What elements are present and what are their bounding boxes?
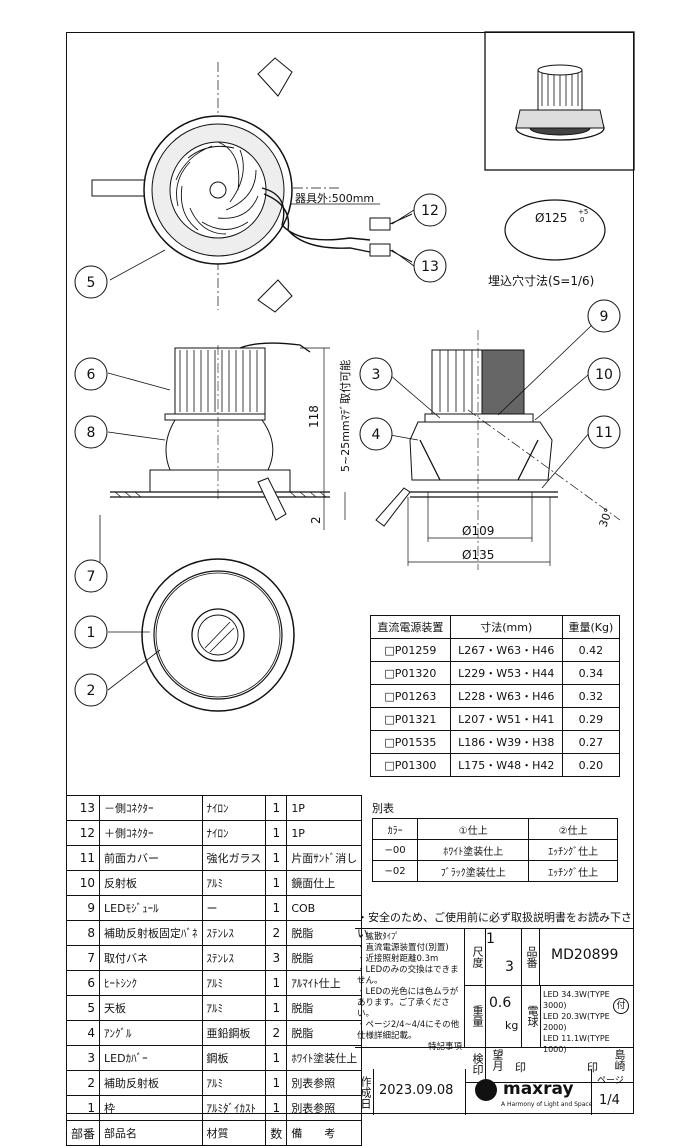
brand-logo-icon: [475, 1079, 497, 1101]
perspective-view: [515, 64, 605, 141]
callout-11: 11: [595, 425, 613, 441]
callout-3: 3: [372, 367, 381, 383]
side-view-left: [110, 342, 346, 530]
perspective-box: [484, 31, 635, 171]
callout-2: 2: [87, 683, 96, 699]
callout-8: 8: [87, 425, 96, 441]
power-supply-header: 直流電源装置 寸法(mm) 重量(Kg): [370, 615, 621, 639]
title-block: ・拡散ﾀｲﾌﾟ ・直流電源装置付(別置) ・近接照射距離0.3m ・LEDのみの…: [355, 928, 633, 1115]
callout-1: 1: [87, 625, 96, 641]
header-supply: 直流電源装置: [370, 615, 451, 639]
finish-header: ｶﾗｰ ①仕上 ②仕上: [371, 818, 618, 840]
callout-circles: [74, 193, 621, 707]
cutout-note: 埋込穴寸法(S=1/6): [488, 273, 594, 288]
ceiling-thickness: 5~25mmﾏﾃﾞ取付可能: [338, 360, 352, 472]
lamp-mark: 付: [613, 998, 629, 1014]
callout-13: 13: [421, 259, 439, 275]
technical-drawing: 5 6 8 7 1 2 3 4 9 10 11 12 13 3 器具外:500m…: [74, 31, 635, 712]
dim-109: Ø109: [462, 524, 494, 538]
part-number: MD20899: [551, 947, 619, 963]
parts-footer: 部番部品名材質数備 考: [65, 1120, 363, 1146]
dim-135: Ø135: [462, 548, 494, 562]
lamp-lines: LED 34.3W(TYPE 3000) LED 20.3W(TYPE 2000…: [543, 990, 610, 1054]
side-section-right: [375, 330, 621, 570]
cutout-ellipse: [504, 199, 606, 261]
front-view: [141, 558, 295, 712]
finish-table-title: 別表: [372, 802, 394, 815]
header-dimensions: 寸法(mm): [449, 615, 563, 639]
cutout-tol-plus: +5: [578, 208, 588, 216]
header-weight: 重量(Kg): [561, 615, 621, 639]
brand-name: maxray: [503, 1079, 574, 1099]
created-date: 2023.09.08: [379, 1083, 454, 1098]
top-view: [91, 57, 413, 313]
callout-9: 9: [600, 309, 609, 325]
cable-length: 器具外:500mm: [295, 192, 374, 205]
safety-note: ・安全のため、ご使用前に必ず取扱説明書をお読み下さい。: [357, 911, 632, 940]
callout-5: 5: [87, 275, 96, 291]
callout-labels: 5 6 8 7 1 2 3 4 9 10 11 12 13 3: [87, 203, 613, 699]
callout-7: 7: [87, 569, 96, 585]
page-number: 1/4: [599, 1093, 620, 1108]
cutout-diameter: Ø125: [535, 211, 567, 225]
callout-6: 6: [87, 367, 96, 383]
notes-box: ・拡散ﾀｲﾌﾟ ・直流電源装置付(別置) ・近接照射距離0.3m ・LEDのみの…: [355, 929, 465, 1052]
callout-4: 4: [372, 427, 381, 443]
callout-10: 10: [595, 367, 613, 383]
weight-value: 0.6: [489, 995, 512, 1011]
height-dimension: 118: [307, 405, 321, 428]
lower-dimension: 2: [309, 516, 323, 524]
cutout-tol-minus: 0: [580, 216, 584, 224]
callout-12: 12: [421, 203, 439, 219]
angle-30: 30°: [597, 506, 616, 529]
leader-lines: [99, 209, 593, 691]
